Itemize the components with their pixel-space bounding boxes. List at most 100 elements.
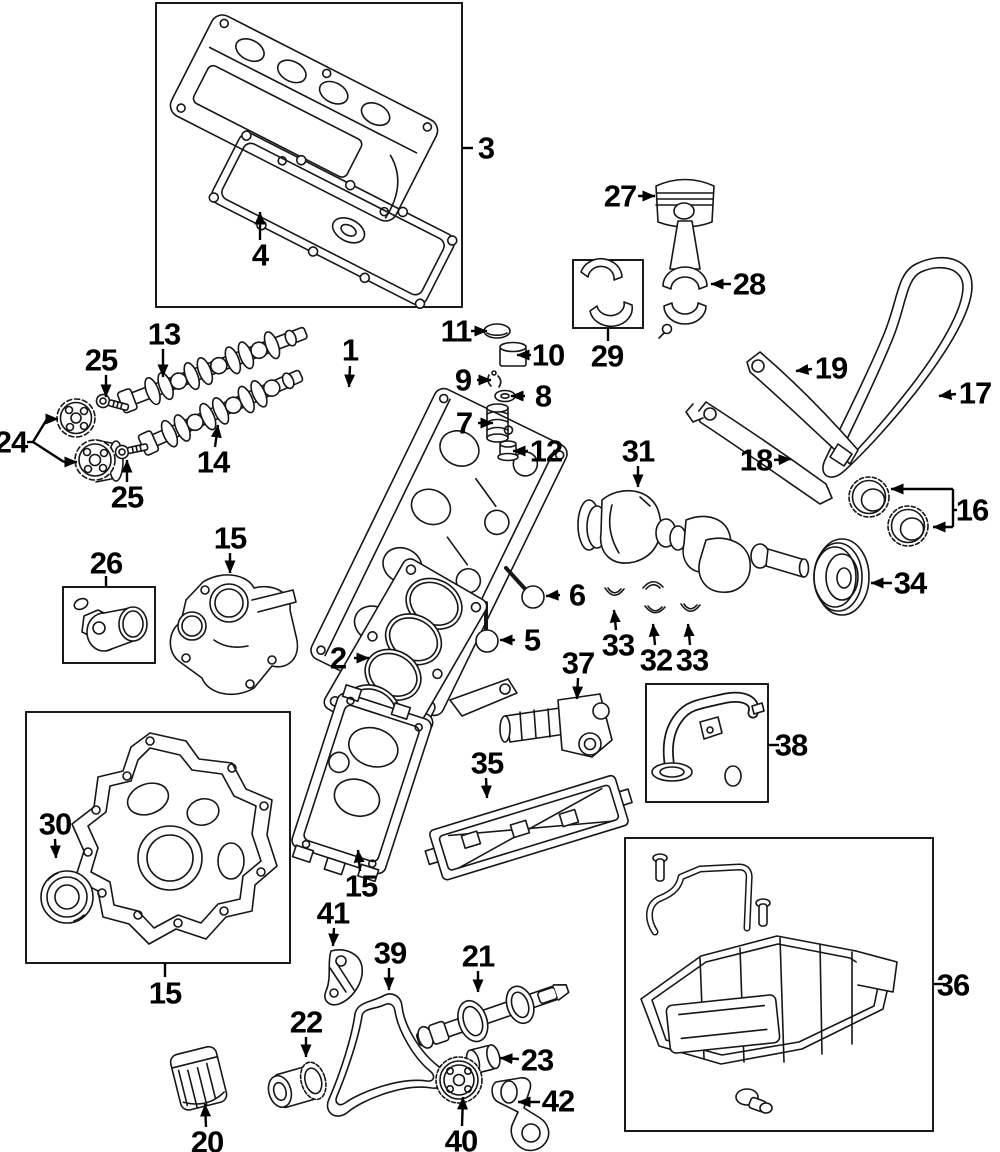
camshaft-sprockets-part bbox=[848, 476, 929, 547]
leader-line-33 bbox=[683, 623, 695, 646]
callout-label-31[interactable]: 31 bbox=[622, 434, 656, 469]
main-bearing-33a-part bbox=[604, 587, 625, 597]
leader-line-1 bbox=[344, 365, 356, 388]
callout-label-14[interactable]: 14 bbox=[197, 445, 232, 480]
callout-label-35[interactable]: 35 bbox=[471, 746, 505, 781]
leader-line-23 bbox=[499, 1053, 520, 1065]
callout-label-25[interactable]: 25 bbox=[111, 480, 145, 515]
callout-label-7[interactable]: 7 bbox=[456, 406, 473, 441]
callout-label-9[interactable]: 9 bbox=[455, 363, 473, 398]
callout-label-32[interactable]: 32 bbox=[640, 643, 673, 678]
front-timing-cover-part bbox=[71, 732, 278, 945]
balance-shaft-gear-part bbox=[435, 1056, 483, 1104]
leader-line-20 bbox=[200, 1103, 212, 1128]
oil-pump-drive-part bbox=[267, 1061, 327, 1109]
callout-label-34[interactable]: 34 bbox=[894, 566, 929, 601]
callout-label-6[interactable]: 6 bbox=[569, 578, 587, 613]
callout-label-15[interactable]: 15 bbox=[149, 976, 183, 1011]
part-drawings bbox=[40, 14, 973, 1152]
crank-pulley-part bbox=[813, 538, 870, 616]
chain-guide-18-part bbox=[685, 401, 833, 505]
callout-label-29[interactable]: 29 bbox=[591, 339, 625, 374]
callout-label-33[interactable]: 33 bbox=[676, 643, 710, 678]
callout-label-40[interactable]: 40 bbox=[445, 1124, 478, 1152]
callout-label-39[interactable]: 39 bbox=[374, 936, 408, 971]
oil-pump-part bbox=[499, 693, 613, 758]
cam-phaser-lower-part bbox=[74, 439, 124, 483]
callout-label-33[interactable]: 33 bbox=[602, 628, 636, 663]
vvt-solenoid-part bbox=[73, 597, 148, 652]
rear-timing-cover-part bbox=[291, 684, 432, 883]
chain-tensioner-part bbox=[324, 949, 363, 1006]
chain-guide-19-part bbox=[746, 351, 859, 467]
exhaust-camshaft-part bbox=[137, 369, 304, 456]
callout-label-41[interactable]: 41 bbox=[317, 896, 351, 931]
piston-part bbox=[655, 178, 715, 228]
oil-pickup-box bbox=[645, 683, 769, 803]
callout-label-19[interactable]: 19 bbox=[815, 351, 849, 386]
connecting-rod-part bbox=[658, 220, 708, 339]
leader-line-40 bbox=[457, 1096, 469, 1127]
callout-label-4[interactable]: 4 bbox=[252, 238, 271, 273]
callout-label-2[interactable]: 2 bbox=[330, 641, 347, 676]
camshaft-bolt-upper-part bbox=[95, 393, 130, 411]
callout-label-30[interactable]: 30 bbox=[39, 807, 72, 842]
callout-label-37[interactable]: 37 bbox=[562, 646, 595, 681]
valve-spring-part bbox=[486, 403, 509, 443]
callout-label-28[interactable]: 28 bbox=[733, 267, 767, 302]
oil-pan-part bbox=[640, 853, 898, 1114]
callout-label-3[interactable]: 3 bbox=[478, 131, 496, 166]
valve-cover-part bbox=[169, 14, 439, 222]
main-bearing-33b-part bbox=[680, 603, 701, 613]
callout-label-12[interactable]: 12 bbox=[530, 434, 563, 469]
exhaust-valve-part bbox=[504, 566, 545, 609]
callout-label-10[interactable]: 10 bbox=[532, 338, 565, 373]
leader-line-15 bbox=[353, 849, 365, 872]
leader-line-32 bbox=[648, 623, 660, 646]
callout-label-15[interactable]: 15 bbox=[214, 521, 248, 556]
callout-label-38[interactable]: 38 bbox=[775, 728, 809, 763]
valve-cover-box bbox=[155, 2, 463, 308]
leader-line-18 bbox=[773, 454, 792, 466]
upper-timing-cover-part bbox=[169, 574, 299, 696]
callout-label-15[interactable]: 15 bbox=[345, 869, 379, 904]
callout-label-22[interactable]: 22 bbox=[290, 1005, 323, 1040]
leader-line-30 bbox=[49, 838, 61, 859]
callout-label-21[interactable]: 21 bbox=[462, 939, 496, 974]
callout-label-24[interactable]: 24 bbox=[0, 425, 30, 460]
leader-line-6 bbox=[545, 589, 561, 601]
callout-label-13[interactable]: 13 bbox=[148, 317, 182, 352]
baffle-plate-part bbox=[424, 774, 633, 881]
callout-label-16[interactable]: 16 bbox=[956, 493, 990, 528]
callout-label-1[interactable]: 1 bbox=[342, 333, 360, 368]
balance-shaft-part bbox=[416, 983, 570, 1049]
callout-label-42[interactable]: 42 bbox=[542, 1084, 575, 1119]
callout-label-5[interactable]: 5 bbox=[524, 623, 542, 658]
callout-label-23[interactable]: 23 bbox=[521, 1043, 555, 1078]
intake-camshaft-part bbox=[116, 326, 308, 414]
leader-line-17 bbox=[938, 389, 957, 401]
vvt-solenoid-box bbox=[62, 586, 156, 664]
callout-label-26[interactable]: 26 bbox=[90, 546, 124, 581]
oil-filter-part bbox=[169, 1045, 228, 1111]
leader-line-14 bbox=[210, 424, 222, 448]
crankshaft-part bbox=[577, 489, 810, 593]
valve-cap-part bbox=[483, 323, 511, 339]
rod-bearings-part bbox=[580, 257, 634, 328]
leader-line-33 bbox=[609, 609, 621, 631]
callout-label-25[interactable]: 25 bbox=[85, 343, 119, 378]
callout-label-27[interactable]: 27 bbox=[604, 179, 637, 214]
front-cover-box bbox=[25, 711, 291, 964]
callout-label-17[interactable]: 17 bbox=[959, 376, 992, 411]
cam-phaser-upper-part bbox=[56, 398, 96, 438]
leader-line-35 bbox=[480, 777, 492, 799]
camshaft-bolt-lower-part bbox=[114, 443, 149, 460]
callout-label-11[interactable]: 11 bbox=[441, 314, 474, 349]
callout-label-20[interactable]: 20 bbox=[191, 1125, 224, 1152]
callout-label-18[interactable]: 18 bbox=[740, 443, 774, 478]
callout-label-36[interactable]: 36 bbox=[937, 968, 971, 1003]
oil-pickup-tube-part bbox=[651, 691, 765, 787]
callout-label-8[interactable]: 8 bbox=[535, 379, 553, 414]
